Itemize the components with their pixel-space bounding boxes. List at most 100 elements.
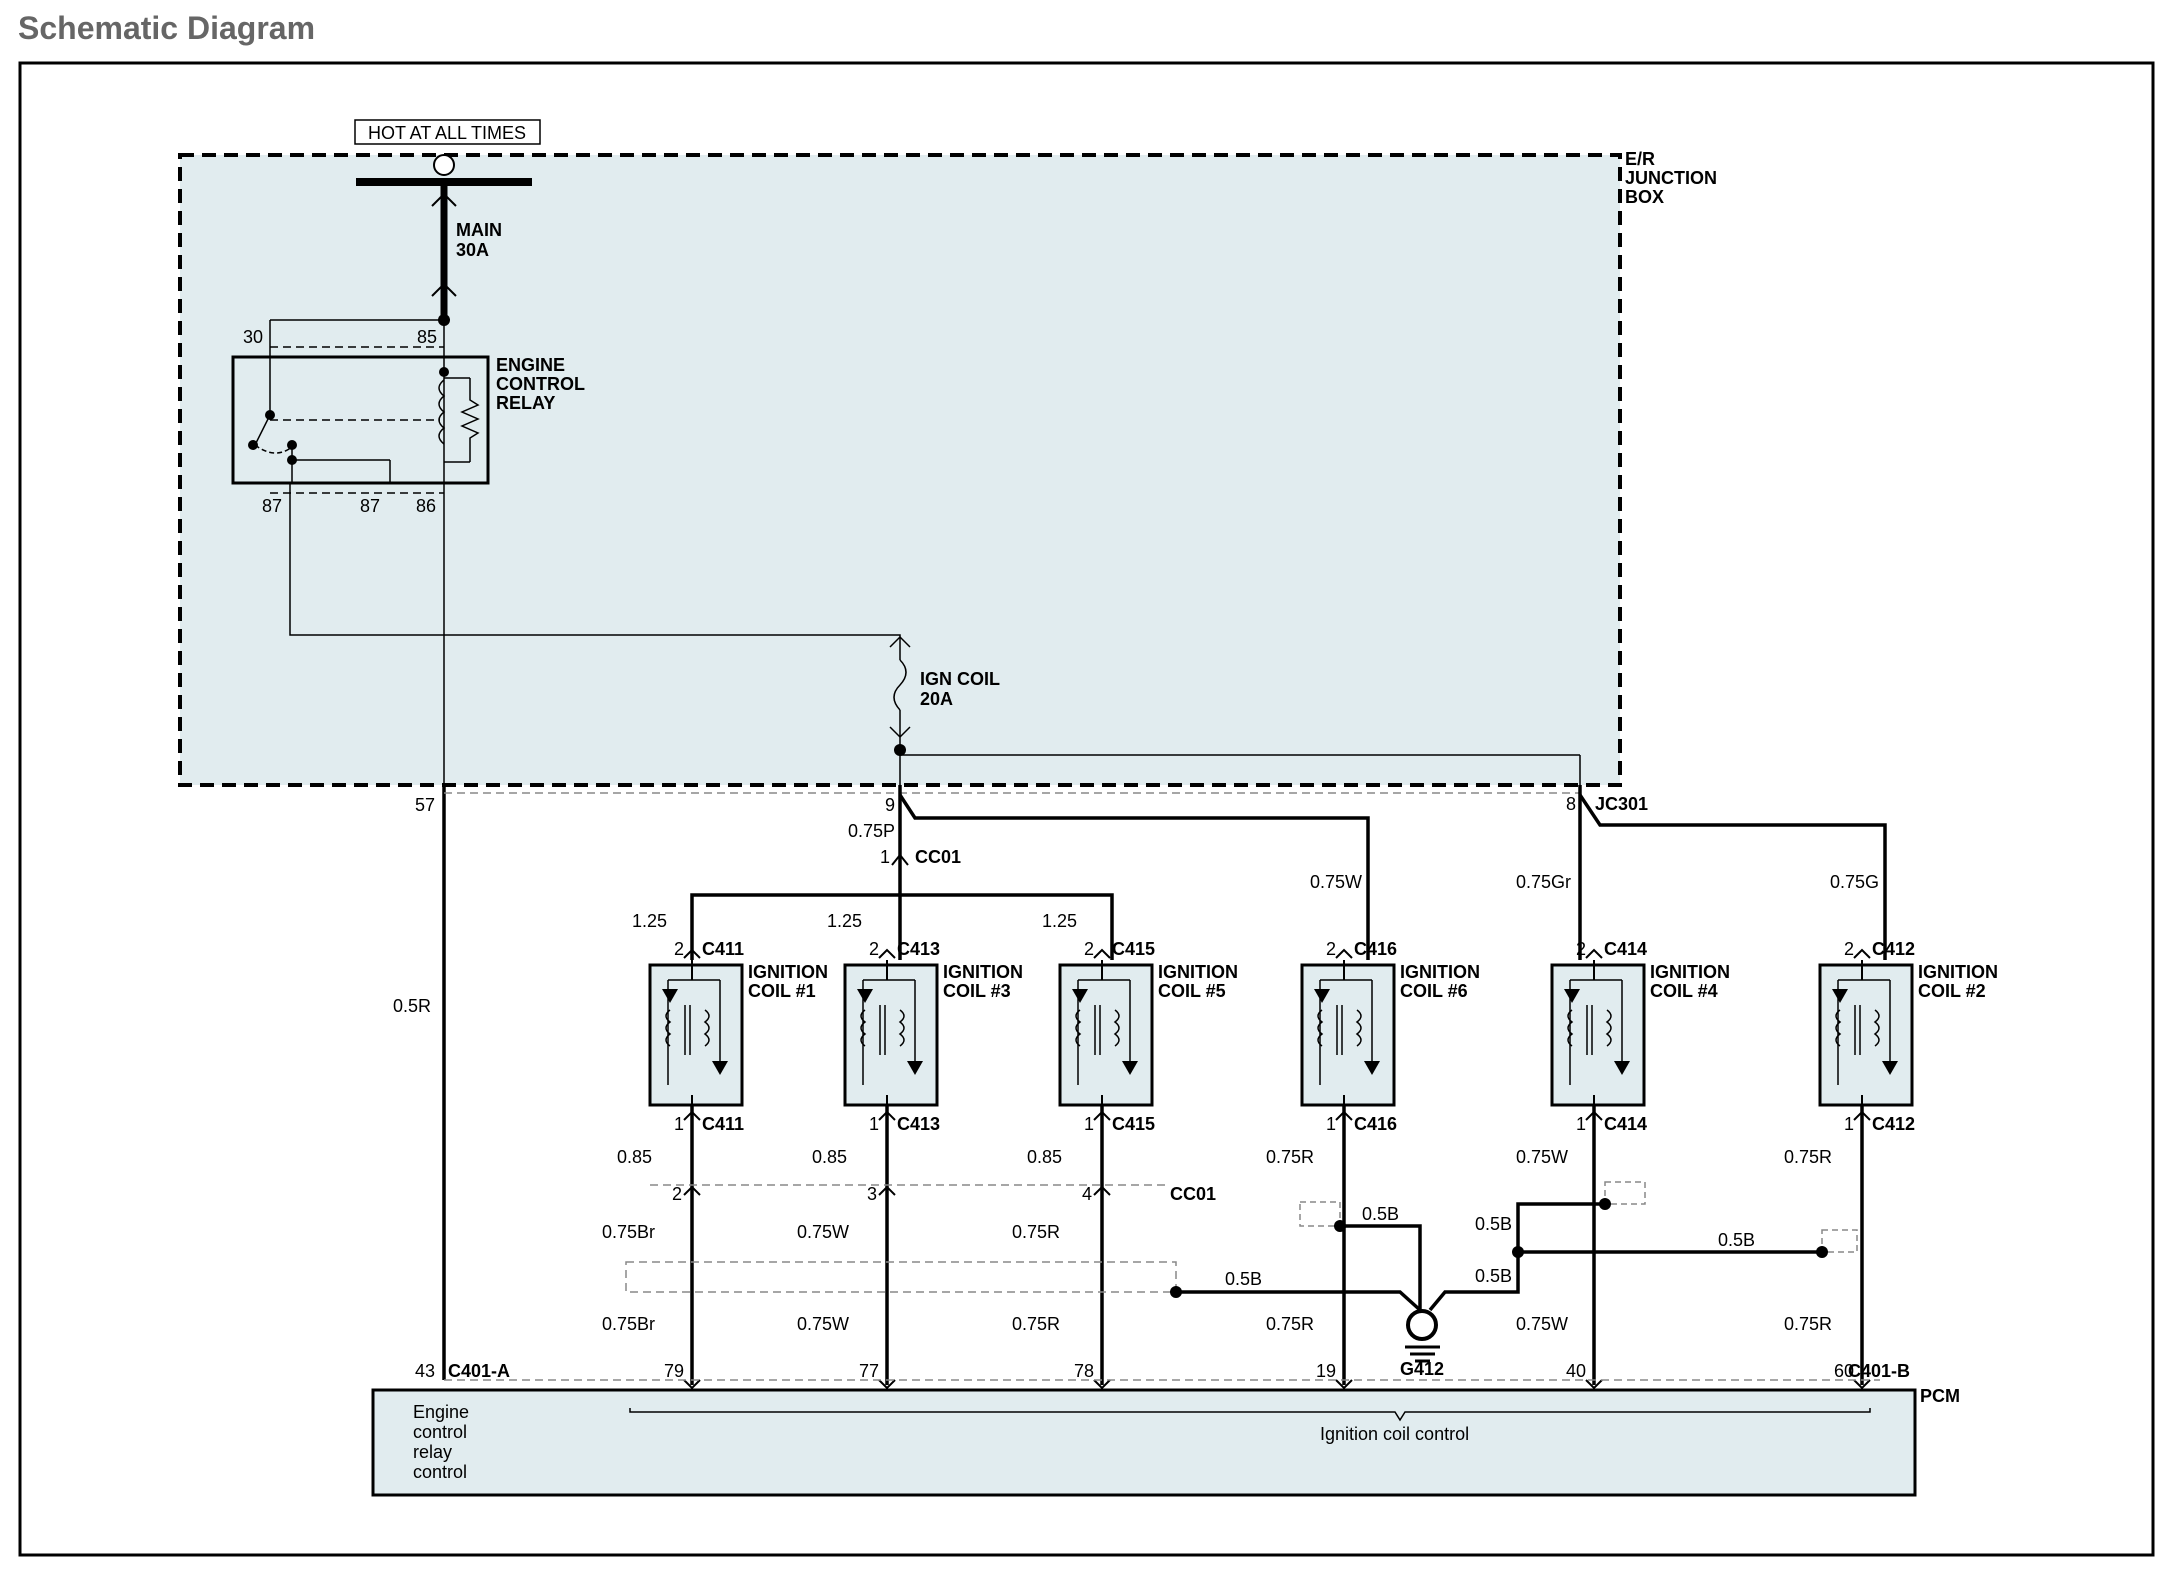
ground-wire-c412: 0.5B xyxy=(1718,1230,1755,1250)
coil-bottom-connector: C411 xyxy=(702,1114,744,1134)
wire-label-0.75Gr: 0.75Gr xyxy=(1516,872,1571,892)
coil-bottom-pin: 1 xyxy=(869,1114,879,1134)
outer-frame xyxy=(18,61,2155,1557)
wire-label-0.75W-top: 0.75W xyxy=(1310,872,1362,892)
wire-87-to-ign-fuse xyxy=(289,483,901,660)
wire-label-w1: 0.85 xyxy=(617,1147,652,1167)
coil-top-pin: 2 xyxy=(869,939,879,959)
wire-label-w1: 0.75R xyxy=(1784,1147,1832,1167)
coil-bottom-connector: C414 xyxy=(1604,1114,1647,1134)
pcm-pin: 19 xyxy=(1316,1361,1336,1381)
bus-terminal xyxy=(433,154,455,176)
coil-top-connector: C413 xyxy=(897,939,940,959)
pcm-pin: 77 xyxy=(859,1361,879,1381)
pcm-pin: 78 xyxy=(1074,1361,1094,1381)
wire-label-9: 9 xyxy=(885,795,895,815)
relay-pin-87a: 87 xyxy=(262,496,282,516)
pcm-box xyxy=(371,1388,1917,1497)
cc01-pin-1: 1 xyxy=(880,847,890,867)
wire-label-w2: 0.75Br xyxy=(602,1222,655,1242)
coil-bottom-connector: C415 xyxy=(1112,1114,1155,1134)
coil-supply-wire-label: 1.25 xyxy=(1042,911,1077,931)
ground-wire-mid: 0.5B xyxy=(1475,1266,1512,1286)
coil-top-pin: 2 xyxy=(1084,939,1094,959)
wire-label-0.75P: 0.75P xyxy=(848,821,895,841)
coil-bottom-pin: 1 xyxy=(1844,1114,1854,1134)
coil-top-connector: C412 xyxy=(1872,939,1915,959)
coil-top-pin: 2 xyxy=(674,939,684,959)
connector-c401-a: C401-A xyxy=(448,1361,510,1381)
connector-c401-b: C401-B xyxy=(1848,1361,1910,1381)
wire-label-w3: 0.75Br xyxy=(602,1314,655,1334)
junction-box xyxy=(178,153,1622,787)
pcm-pin: 60 xyxy=(1834,1361,1854,1381)
wire-label-w3: 0.75R xyxy=(1012,1314,1060,1334)
pcm-pin-a: 43 xyxy=(415,1361,435,1381)
coil-bottom-connector: C412 xyxy=(1872,1114,1915,1134)
wire-label-8: 8 xyxy=(1566,794,1576,814)
connector-jc301: JC301 xyxy=(1595,794,1648,814)
coil-top-connector: C415 xyxy=(1112,939,1155,959)
cc01-pin: 3 xyxy=(867,1184,877,1204)
coil-top-pin: 2 xyxy=(1576,939,1586,959)
coil-top-pin: 2 xyxy=(1844,939,1854,959)
pcm-pin: 79 xyxy=(664,1361,684,1381)
relay-pin-30: 30 xyxy=(243,327,263,347)
wire-label-w3: 0.75R xyxy=(1266,1314,1314,1334)
cc01-pin: 4 xyxy=(1082,1184,1092,1204)
coil-top-connector: C416 xyxy=(1354,939,1397,959)
wire-label-0.75G: 0.75G xyxy=(1830,872,1879,892)
coil-bottom-pin: 1 xyxy=(1326,1114,1336,1134)
ground-wire-c416: 0.5B xyxy=(1362,1204,1399,1224)
pcm-ign-control-label: Ignition coil control xyxy=(1320,1424,1469,1444)
wire-label-w1: 0.85 xyxy=(812,1147,847,1167)
wire-label-w1: 0.85 xyxy=(1027,1147,1062,1167)
wire-label-57: 57 xyxy=(415,795,435,815)
cc01-pin: 2 xyxy=(672,1184,682,1204)
wire-label-0.5R: 0.5R xyxy=(393,996,431,1016)
connector-cc01-top: CC01 xyxy=(915,847,961,867)
ground-g412 xyxy=(1405,1309,1440,1363)
coil-bottom-connector: C413 xyxy=(897,1114,940,1134)
ground-wire-cc01: 0.5B xyxy=(1225,1269,1262,1289)
hot-label: HOT AT ALL TIMES xyxy=(368,123,526,143)
ground-label: G412 xyxy=(1400,1359,1444,1379)
coil-bottom-connector: C416 xyxy=(1354,1114,1397,1134)
page-title: Schematic Diagram xyxy=(18,10,316,46)
wire-label-w3: 0.75W xyxy=(797,1314,849,1334)
wire-label-w3: 0.75W xyxy=(1516,1314,1568,1334)
coil-supply-wire-label: 1.25 xyxy=(632,911,667,931)
relay-pin-85: 85 xyxy=(417,327,437,347)
coil-top-connector: C414 xyxy=(1604,939,1647,959)
wire-label-w3: 0.75R xyxy=(1784,1314,1832,1334)
wire-label-w2: 0.75R xyxy=(1012,1222,1060,1242)
coil-bottom-pin: 1 xyxy=(1084,1114,1094,1134)
wire-label-w1: 0.75R xyxy=(1266,1147,1314,1167)
coil-top-connector: C411 xyxy=(702,939,744,959)
relay-pin-86: 86 xyxy=(416,496,436,516)
coil-bottom-pin: 1 xyxy=(674,1114,684,1134)
coil-supply-wire-label: 1.25 xyxy=(827,911,862,931)
relay-pin-87b: 87 xyxy=(360,496,380,516)
coil-top-pin: 2 xyxy=(1326,939,1336,959)
pcm-pin: 40 xyxy=(1566,1361,1586,1381)
coil-bottom-pin: 1 xyxy=(1576,1114,1586,1134)
pcm-label: PCM xyxy=(1920,1386,1960,1406)
